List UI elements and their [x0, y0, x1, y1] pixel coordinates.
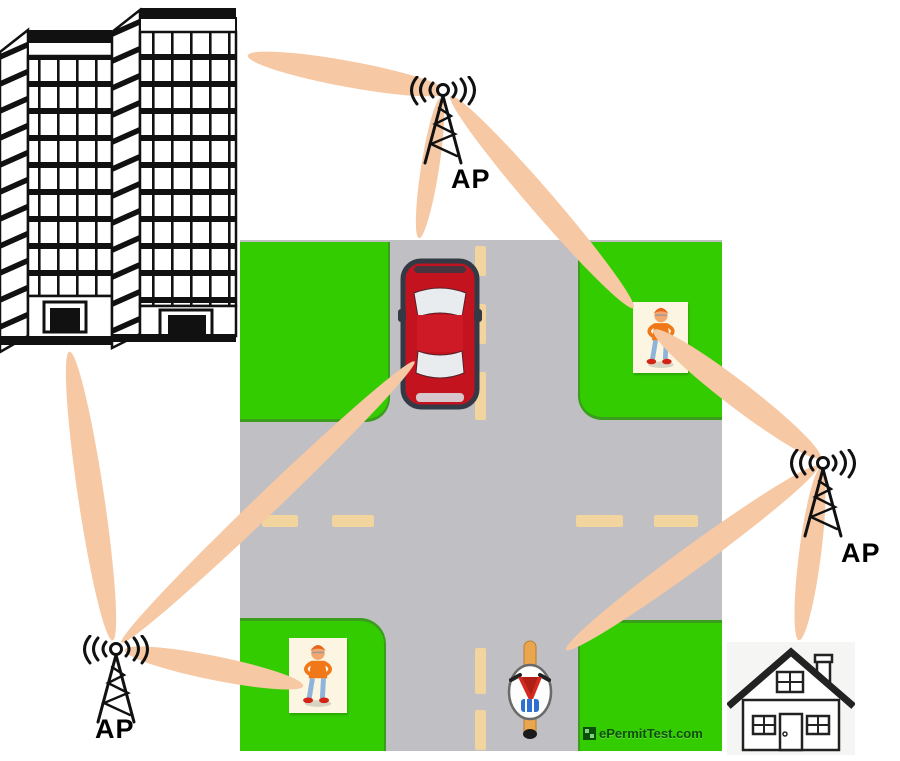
motorcyclist-top-view-icon [504, 640, 556, 740]
ap-label-bottom-left: AP [95, 714, 135, 744]
house-icon [727, 642, 855, 755]
office-buildings-icon [0, 7, 238, 354]
ap-label-right: AP [841, 538, 881, 568]
lane-marking [654, 515, 698, 527]
lane-marking [475, 372, 486, 420]
watermark-logo-icon [583, 727, 596, 740]
lane-marking [576, 515, 623, 527]
lane-marking [475, 710, 486, 750]
pedestrian-patch-left [289, 638, 347, 713]
house-patch [727, 642, 855, 755]
lane-marking [475, 304, 486, 344]
lane-marking [475, 648, 486, 694]
pedestrian-icon [638, 305, 684, 369]
watermark-text: ePermitTest.com [599, 726, 703, 741]
radio-tower-icon [775, 449, 871, 541]
pedestrian-patch-right [633, 302, 688, 373]
ap-label-top: AP [451, 164, 491, 194]
watermark: ePermitTest.com [583, 726, 703, 741]
lane-marking [332, 515, 374, 527]
pedestrian-icon [294, 642, 342, 708]
beam-ap-left-to-building [65, 351, 117, 641]
car-top-view-icon [398, 258, 482, 410]
lane-marking [262, 515, 298, 527]
road-intersection: ePermitTest.com [240, 240, 722, 751]
grass-corner-top-left [240, 242, 390, 422]
radio-tower-icon [395, 76, 491, 168]
